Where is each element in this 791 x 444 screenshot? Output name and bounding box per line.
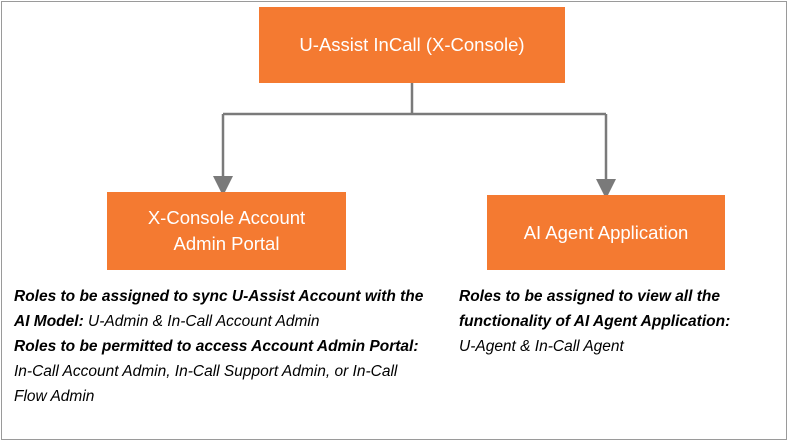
agent-roles-heading: Roles to be assigned to view all the fun…	[459, 288, 731, 330]
top-node-box: U-Assist InCall (X-Console)	[259, 7, 565, 83]
sync-roles-heading: Roles to be assigned to sync U-Assist Ac…	[14, 288, 424, 330]
left-node-label-line2: Admin Portal	[173, 233, 280, 254]
right-node-label: AI Agent Application	[523, 221, 689, 243]
portal-roles-heading: Roles to be permitted to access Account …	[14, 338, 419, 355]
left-node-label-line1: X-Console Account	[147, 207, 306, 228]
right-roles-description: Roles to be assigned to view all the fun…	[459, 284, 785, 359]
sync-roles-value: U-Admin & In-Call Account Admin	[83, 313, 320, 330]
portal-roles-value: In-Call Account Admin, In-Call Support A…	[14, 363, 398, 405]
top-node-label: U-Assist InCall (X-Console)	[299, 34, 525, 55]
agent-roles-value: U-Agent & In-Call Agent	[459, 338, 624, 355]
left-node-box: X-Console Account Admin Portal	[107, 192, 346, 270]
left-roles-description: Roles to be assigned to sync U-Assist Ac…	[14, 284, 434, 409]
right-node-box: AI Agent Application	[487, 195, 725, 270]
